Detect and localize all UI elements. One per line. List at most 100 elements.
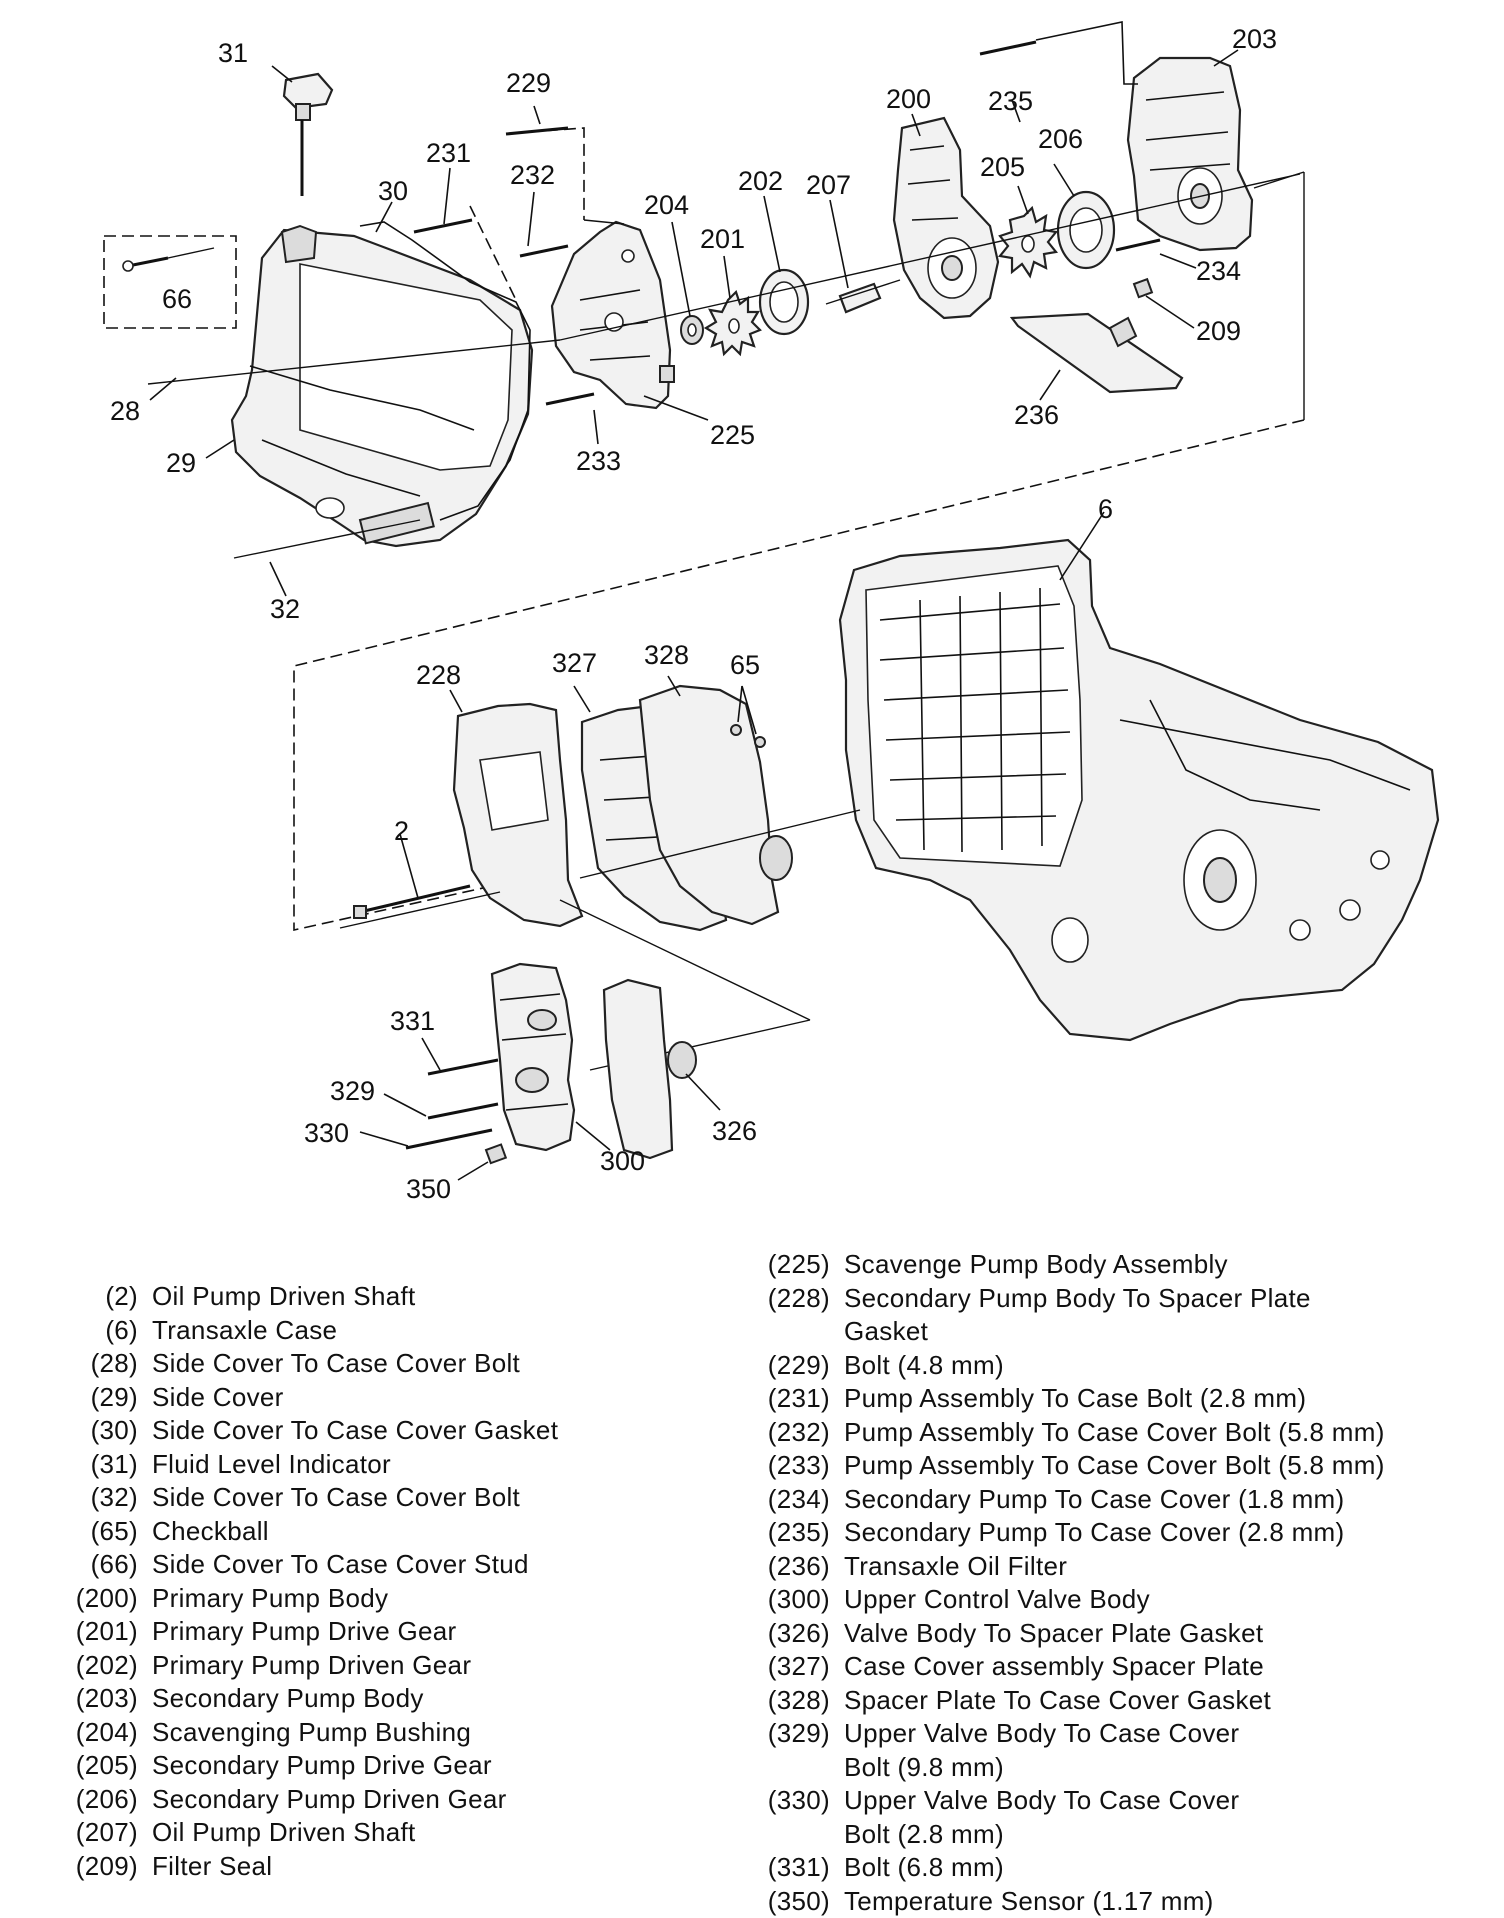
legend-item: (326)Valve Body To Spacer Plate Gasket <box>752 1617 1385 1651</box>
legend-item-number: (329) <box>752 1717 844 1751</box>
legend-item-number: (65) <box>60 1515 152 1549</box>
callout-330: 330 <box>304 1118 349 1148</box>
legend-item: (235)Secondary Pump To Case Cover (2.8 m… <box>752 1516 1385 1550</box>
legend-item-number: (202) <box>60 1649 152 1683</box>
legend-item-description: Case Cover assembly Spacer Plate <box>844 1650 1264 1684</box>
callout-65: 65 <box>730 650 760 680</box>
legend-item-number: (207) <box>60 1816 152 1850</box>
legend-item: (209)Filter Seal <box>60 1850 558 1884</box>
callout-300: 300 <box>600 1146 645 1176</box>
callout-236: 236 <box>1014 400 1059 430</box>
legend-item-number: (350) <box>752 1885 844 1918</box>
legend-item-number: (330) <box>752 1784 844 1818</box>
legend-item: (203)Secondary Pump Body <box>60 1682 558 1716</box>
legend-item-number: (201) <box>60 1615 152 1649</box>
legend-item-number: (206) <box>60 1783 152 1817</box>
legend-item: (28)Side Cover To Case Cover Bolt <box>60 1347 558 1381</box>
legend-item-description: Upper Valve Body To Case Cover <box>844 1784 1239 1818</box>
callout-29: 29 <box>166 448 196 478</box>
legend-item: (327)Case Cover assembly Spacer Plate <box>752 1650 1385 1684</box>
oil-pump-driven-shaft-207-part <box>826 280 900 312</box>
legend-item-description: Bolt (4.8 mm) <box>844 1349 1004 1383</box>
valve-body-gasket-part <box>604 980 696 1158</box>
legend-item: (2)Oil Pump Driven Shaft <box>60 1280 558 1314</box>
legend-item-description: Scavenging Pump Bushing <box>152 1716 471 1750</box>
legend-item-number: (235) <box>752 1516 844 1550</box>
legend-item-description: Secondary Pump Body <box>152 1682 424 1716</box>
legend-item-number: (205) <box>60 1749 152 1783</box>
legend-item-continuation: Bolt (9.8 mm) <box>752 1751 1385 1785</box>
legend-item: (201)Primary Pump Drive Gear <box>60 1615 558 1649</box>
legend-item: (32)Side Cover To Case Cover Bolt <box>60 1481 558 1515</box>
legend-item-description: Side Cover To Case Cover Bolt <box>152 1347 520 1381</box>
callout-327: 327 <box>552 648 597 678</box>
legend-item-description: Spacer Plate To Case Cover Gasket <box>844 1684 1271 1718</box>
legend-item-description: Upper Valve Body To Case Cover <box>844 1717 1239 1751</box>
legend-item: (350)Temperature Sensor (1.17 mm) <box>752 1885 1385 1918</box>
primary-pump-body-part <box>894 118 998 318</box>
legend-item-description: Pump Assembly To Case Bolt (2.8 mm) <box>844 1382 1306 1416</box>
callout-329: 329 <box>330 1076 375 1106</box>
legend-item: (328)Spacer Plate To Case Cover Gasket <box>752 1684 1385 1718</box>
callout-32: 32 <box>270 594 300 624</box>
side-cover-part <box>232 226 532 546</box>
guide-line-235 <box>1036 22 1138 84</box>
legend-item: (236)Transaxle Oil Filter <box>752 1550 1385 1584</box>
legend-left-column: (2)Oil Pump Driven Shaft(6)Transaxle Cas… <box>60 1280 558 1883</box>
legend-item-description: Primary Pump Drive Gear <box>152 1615 457 1649</box>
upper-control-valve-body-part <box>492 964 574 1150</box>
legend-item: (204)Scavenging Pump Bushing <box>60 1716 558 1750</box>
secondary-pump-drive-gear-part <box>1000 208 1056 276</box>
legend-item-description: Side Cover To Case Cover Stud <box>152 1548 529 1582</box>
exploded-view-diagram: 31 229 231 232 30 204 202 207 201 200 23… <box>0 0 1504 1250</box>
legend-item-description: Valve Body To Spacer Plate Gasket <box>844 1617 1263 1651</box>
legend-item-number: (30) <box>60 1414 152 1448</box>
callout-66: 66 <box>162 284 192 314</box>
transaxle-oil-filter-part <box>1012 314 1182 392</box>
legend-item: (233)Pump Assembly To Case Cover Bolt (5… <box>752 1449 1385 1483</box>
primary-pump-driven-gear-part <box>760 270 808 334</box>
legend-item: (205)Secondary Pump Drive Gear <box>60 1749 558 1783</box>
secondary-pump-driven-gear-part <box>1058 192 1114 268</box>
legend-item: (207)Oil Pump Driven Shaft <box>60 1816 558 1850</box>
callout-331: 331 <box>390 1006 435 1036</box>
callout-232: 232 <box>510 160 555 190</box>
legend-item: (225)Scavenge Pump Body Assembly <box>752 1248 1385 1282</box>
legend-item-description: Temperature Sensor (1.17 mm) <box>844 1885 1214 1918</box>
legend-item-description: Side Cover To Case Cover Bolt <box>152 1481 520 1515</box>
callout-326: 326 <box>712 1116 757 1146</box>
callout-205: 205 <box>980 152 1025 182</box>
legend-item-description: Oil Pump Driven Shaft <box>152 1816 416 1850</box>
legend-item: (232)Pump Assembly To Case Cover Bolt (5… <box>752 1416 1385 1450</box>
legend-item: (229)Bolt (4.8 mm) <box>752 1349 1385 1383</box>
legend-item: (6)Transaxle Case <box>60 1314 558 1348</box>
callout-204: 204 <box>644 190 689 220</box>
callout-28: 28 <box>110 396 140 426</box>
legend-item: (66)Side Cover To Case Cover Stud <box>60 1548 558 1582</box>
legend-item-number: (200) <box>60 1582 152 1616</box>
legend-item-number: (32) <box>60 1481 152 1515</box>
legend-item: (206)Secondary Pump Driven Gear <box>60 1783 558 1817</box>
stud-66-part <box>104 236 236 328</box>
callout-350: 350 <box>406 1174 451 1204</box>
transaxle-case-part <box>840 540 1438 1040</box>
legend-item-description: Primary Pump Driven Gear <box>152 1649 471 1683</box>
callout-209: 209 <box>1196 316 1241 346</box>
legend-item-description: Transaxle Case <box>152 1314 337 1348</box>
legend-item-number: (326) <box>752 1617 844 1651</box>
legend-item: (329)Upper Valve Body To Case Cover <box>752 1717 1385 1751</box>
legend-item: (300)Upper Control Valve Body <box>752 1583 1385 1617</box>
legend-item-number: (300) <box>752 1583 844 1617</box>
legend-item-description: Upper Control Valve Body <box>844 1583 1150 1617</box>
legend-item-number: (229) <box>752 1349 844 1383</box>
callout-206: 206 <box>1038 124 1083 154</box>
callout-235: 235 <box>988 86 1033 116</box>
callout-201: 201 <box>700 224 745 254</box>
legend-item: (29)Side Cover <box>60 1381 558 1415</box>
legend-item-number: (31) <box>60 1448 152 1482</box>
legend-item-number: (29) <box>60 1381 152 1415</box>
legend-item-number: (28) <box>60 1347 152 1381</box>
legend-item-description: Transaxle Oil Filter <box>844 1550 1067 1584</box>
callout-203: 203 <box>1232 24 1277 54</box>
legend-right-column: (225)Scavenge Pump Body Assembly(228)Sec… <box>752 1248 1385 1918</box>
